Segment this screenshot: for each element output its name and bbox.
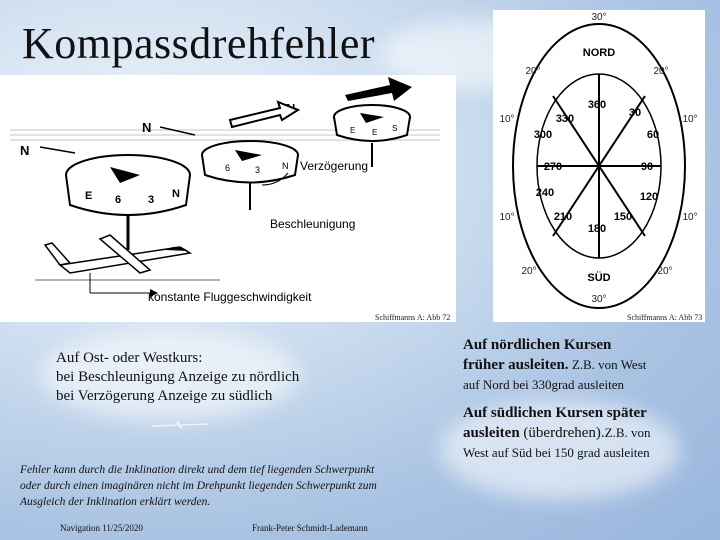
heading-120: 120	[640, 191, 658, 203]
heading-330: 330	[556, 113, 574, 125]
left-text-line3: bei Verzögerung Anzeige zu südlich	[56, 387, 299, 406]
glider-icon	[150, 415, 210, 435]
heading-30: 30	[629, 107, 641, 119]
svg-text:N: N	[282, 161, 289, 171]
n-label-mid: N	[142, 120, 151, 135]
italic-note-line1: Fehler kann durch die Inklination direkt…	[20, 462, 460, 478]
heading-270: 270	[544, 161, 562, 173]
right-text-south: Auf südlichen Kursen später ausleiten (ü…	[463, 404, 718, 462]
scale-20-ne: 20°	[653, 66, 668, 77]
heading-150: 150	[614, 211, 632, 223]
south-bold-2: ausleiten	[463, 425, 520, 441]
figure-compass-card: NORD SÜD 30° 20° 20° 10° 10° 10° 10° 20°…	[493, 10, 705, 322]
south-small-2: Z.B. von	[605, 425, 651, 440]
caption-abb-73: Schiffmanns A: Abb 73	[627, 313, 702, 322]
left-text-line1: Auf Ost- oder Westkurs:	[56, 349, 299, 368]
svg-text:E: E	[350, 126, 355, 135]
heading-360: 360	[588, 99, 606, 111]
north-normal-3: auf Nord bei 330grad ausleiten	[463, 375, 718, 394]
south-small-3: West auf Süd bei 150 grad ausleiten	[463, 443, 718, 462]
south-bold-1: Auf südlichen Kursen später	[463, 405, 647, 421]
scale-20-se: 20°	[657, 266, 672, 277]
south-normal-2: (überdrehen).	[520, 425, 605, 441]
left-text-block: Auf Ost- oder Westkurs: bei Beschleunigu…	[56, 349, 299, 406]
slide-title: Kompassdrehfehler	[22, 18, 375, 69]
scale-10-w: 10°	[499, 114, 514, 125]
scale-10-e: 10°	[682, 114, 697, 125]
label-beschleunigung: Beschleunigung	[270, 217, 355, 231]
svg-text:S: S	[392, 124, 397, 133]
footer-author: Frank-Peter Schmidt-Lademann	[252, 523, 368, 533]
sued-label: SÜD	[587, 271, 610, 284]
heading-60: 60	[647, 129, 659, 141]
figure-compass-acceleration: N N N E 6 3 N 6 3 N	[0, 75, 456, 322]
north-normal-2: Z.B. von West	[569, 357, 647, 372]
italic-note-line2: oder durch einen imaginären nicht im Dre…	[20, 478, 460, 494]
svg-text:N: N	[172, 188, 180, 200]
right-text-north: Auf nördlichen Kursen früher ausleiten. …	[463, 336, 718, 394]
heading-300: 300	[534, 129, 552, 141]
heading-240: 240	[536, 187, 554, 199]
n-label-left: N	[20, 143, 29, 158]
heading-90: 90	[641, 161, 653, 173]
heading-180: 180	[588, 223, 606, 235]
north-bold-2: früher ausleiten.	[463, 357, 569, 373]
svg-text:6: 6	[225, 163, 230, 173]
italic-note: Fehler kann durch die Inklination direkt…	[20, 462, 460, 510]
svg-text:3: 3	[255, 165, 260, 175]
nord-label: NORD	[583, 47, 615, 59]
scale-20-sw: 20°	[521, 266, 536, 277]
scale-top: 30°	[591, 12, 606, 23]
scale-20-nw: 20°	[525, 66, 540, 77]
svg-text:E: E	[85, 190, 92, 202]
footer-date: Navigation 11/25/2020	[60, 523, 143, 533]
svg-text:E: E	[372, 128, 377, 137]
italic-note-line3: Ausgleich der Inklination erklärt werden…	[20, 494, 460, 510]
label-konstante: konstante Fluggeschwindigkeit	[148, 290, 312, 304]
svg-text:3: 3	[148, 194, 154, 206]
label-verzoegerung: Verzögerung	[300, 159, 368, 173]
caption-abb-72: Schiffmanns A: Abb 72	[375, 313, 450, 322]
north-bold-1: Auf nördlichen Kursen	[463, 337, 611, 353]
scale-10-se: 10°	[682, 212, 697, 223]
scale-10-sw: 10°	[499, 212, 514, 223]
scale-bottom: 30°	[591, 294, 606, 305]
left-text-line2: bei Beschleunigung Anzeige zu nördlich	[56, 368, 299, 387]
svg-text:6: 6	[115, 194, 121, 206]
heading-210: 210	[554, 211, 572, 223]
